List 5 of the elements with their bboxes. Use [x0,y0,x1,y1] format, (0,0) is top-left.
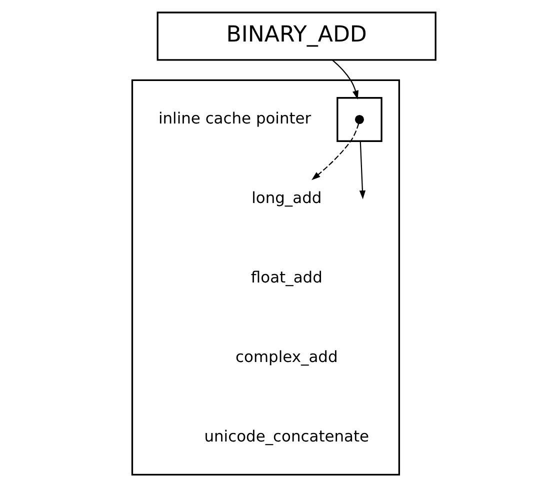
label: float_add [250,268,322,286]
label: complex_add [235,348,338,366]
label: unicode_concatenate [204,427,369,446]
node-text: long_add [251,188,322,207]
node-label: inline cache pointer [158,110,311,128]
